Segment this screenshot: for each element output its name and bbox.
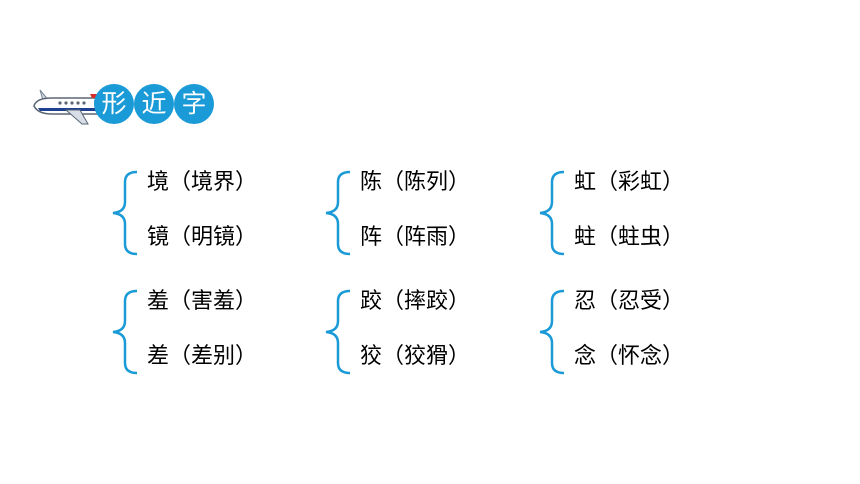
word-group-jiao: 跤（摔跤） 狡（狡猾） — [318, 287, 528, 377]
airplane-icon — [33, 89, 109, 125]
word-line: 狡（狡猾） — [360, 344, 471, 369]
left-brace-icon — [325, 289, 351, 375]
left-brace-icon — [325, 170, 351, 256]
word-line: 镜（明镜） — [147, 225, 258, 250]
word-group-hong: 虹（彩虹） 蛀（蛀虫） — [532, 168, 742, 258]
header-char-3: 字 — [174, 84, 214, 124]
word-line: 羞（害羞） — [147, 289, 258, 314]
section-header: 形 近 字 — [30, 80, 220, 128]
left-brace-icon — [539, 170, 565, 256]
header-char-2: 近 — [134, 84, 174, 124]
word-group-zhen: 陈（陈列） 阵（阵雨） — [318, 168, 528, 258]
left-brace-icon — [112, 170, 138, 256]
word-line: 差（差别） — [147, 344, 258, 369]
word-line: 陈（陈列） — [360, 170, 471, 195]
word-line: 虹（彩虹） — [574, 170, 685, 195]
left-brace-icon — [539, 289, 565, 375]
word-line: 境（境界） — [147, 170, 258, 195]
header-char-1: 形 — [94, 84, 134, 124]
word-line: 念（怀念） — [574, 344, 685, 369]
left-brace-icon — [112, 289, 138, 375]
word-group-ren: 忍（忍受） 念（怀念） — [532, 287, 742, 377]
word-group-jing: 境（境界） 镜（明镜） — [105, 168, 315, 258]
word-line: 跤（摔跤） — [360, 289, 471, 314]
word-line: 忍（忍受） — [574, 289, 685, 314]
word-line: 蛀（蛀虫） — [574, 225, 685, 250]
word-group-xiu: 羞（害羞） 差（差别） — [105, 287, 315, 377]
word-line: 阵（阵雨） — [360, 225, 471, 250]
